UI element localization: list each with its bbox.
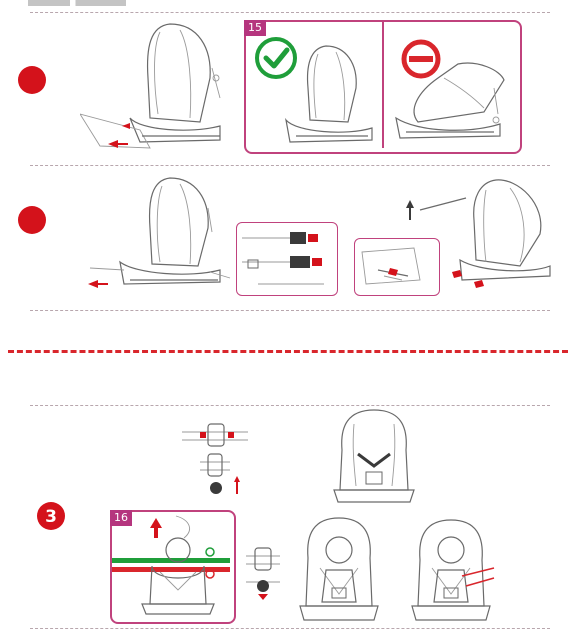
arrow-down-icon [258,594,268,600]
child-harness-tighten-illustration [408,516,498,626]
correct-seat-illustration [276,42,376,147]
buckle-detail-illustration [180,410,250,500]
top-cutoff-text [28,0,168,6]
separator-line [30,628,550,629]
arrow-up-icon [406,200,414,208]
arrow-left-icon [88,280,108,288]
separator-line [30,405,550,406]
step-1-marker [18,66,46,94]
connector-detail-illustration [238,224,334,292]
car-seat-installation-illustration [80,18,240,158]
panel-divider [382,22,384,148]
arrow-up-icon [234,476,240,482]
figure-number-badge: 15 [244,20,266,36]
isofix-release-illustration [80,172,240,302]
separator-line [30,12,550,13]
incorrect-seat-illustration [388,56,514,146]
arrow-up-icon [150,518,162,528]
harness-height-illustration [112,512,230,618]
support-leg-illustration [400,176,560,301]
child-seated-illustration [296,514,382,626]
seat-front-view-illustration [328,406,420,506]
step-2-marker [18,206,46,234]
svg-text:3: 3 [45,507,57,527]
buckle-lock-illustration [244,540,282,602]
step-3-marker: 3 [36,500,66,532]
separator-line [30,165,550,166]
separator-line [30,310,550,311]
section-divider [8,350,568,353]
